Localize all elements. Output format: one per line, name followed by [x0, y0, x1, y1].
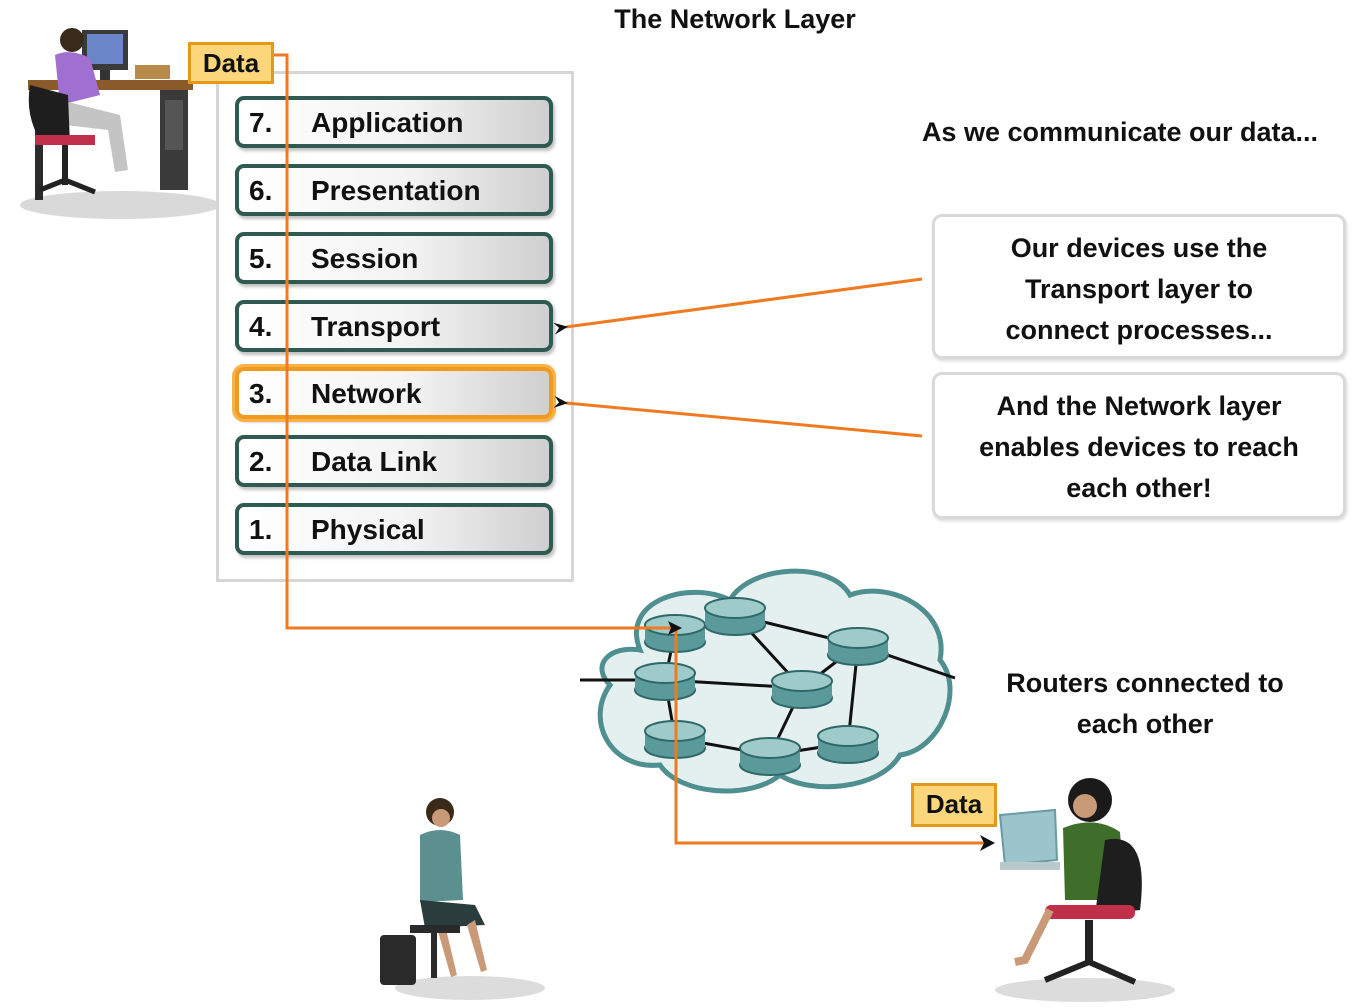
layer-name: Presentation	[311, 175, 481, 206]
layer-number: 2.	[249, 446, 273, 477]
callout-line: connect processes...	[1005, 315, 1273, 345]
layer-data-link: 2. Data Link	[235, 435, 553, 487]
subtitle: As we communicate our data...	[921, 117, 1319, 147]
callout-line: each other!	[1066, 473, 1212, 503]
layer-name: Physical	[311, 514, 425, 545]
routers-label-line: Routers connected to	[1006, 668, 1284, 698]
transport-pointer-arrow	[553, 277, 923, 335]
network-pointer-arrow	[553, 395, 923, 438]
layer-number: 4.	[249, 311, 273, 342]
layer-name: Transport	[311, 311, 441, 342]
layer-number: 1.	[249, 514, 273, 545]
layer-application: 7. Application	[235, 96, 553, 148]
layer-number: 3.	[249, 378, 273, 409]
layer-network: 3. Network	[235, 367, 553, 419]
callout-line: Our devices use the	[1010, 233, 1268, 263]
routers-label: Routers connected to each other	[975, 663, 1315, 745]
man-at-desk-icon	[20, 28, 220, 219]
diagram-title: The Network Layer	[614, 4, 856, 34]
router-cloud-icon	[580, 568, 956, 794]
transport-callout: Our devices use the Transport layer to c…	[932, 214, 1346, 359]
layer-name: Session	[311, 243, 419, 274]
layer-number: 7.	[249, 107, 273, 138]
layer-physical: 1. Physical	[235, 503, 553, 555]
layer-name: Network	[311, 378, 422, 409]
woman-with-laptop-icon	[995, 778, 1175, 1002]
callout-line: And the Network layer	[996, 391, 1282, 421]
layer-number: 5.	[249, 243, 273, 274]
layer-session: 5. Session	[235, 232, 553, 284]
layer-name: Data Link	[311, 446, 438, 477]
routers-label-line: each other	[1076, 709, 1214, 739]
data-tag-destination: Data	[911, 783, 997, 827]
seated-woman-icon	[380, 798, 545, 1000]
layer-presentation: 6. Presentation	[235, 164, 553, 216]
data-tag-source: Data	[188, 42, 274, 84]
layer-name: Application	[311, 107, 464, 138]
layer-transport: 4. Transport	[235, 300, 553, 352]
layer-number: 6.	[249, 175, 273, 206]
network-callout: And the Network layer enables devices to…	[932, 372, 1346, 519]
callout-line: enables devices to reach	[979, 432, 1299, 462]
callout-line: Transport layer to	[1024, 274, 1254, 304]
